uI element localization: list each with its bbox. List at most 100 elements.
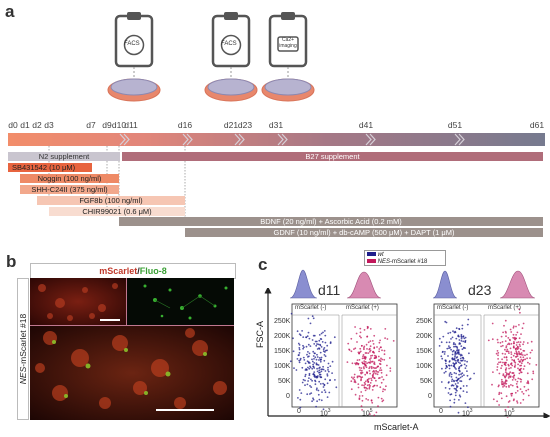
- scatter-point: [360, 372, 363, 375]
- scatter-point: [451, 357, 454, 360]
- scatter-point: [359, 327, 362, 330]
- scatter-point: [360, 405, 363, 408]
- day-title-d11: d11: [318, 282, 341, 298]
- scatter-point: [516, 380, 519, 383]
- scatter-point: [376, 346, 378, 348]
- scatter-point: [368, 347, 371, 350]
- scatter-point: [455, 345, 458, 348]
- scatter-point: [450, 376, 453, 378]
- scatter-point: [459, 342, 462, 345]
- scatter-point: [515, 325, 517, 328]
- scatter-point: [350, 388, 353, 391]
- scatter-point: [527, 394, 530, 397]
- x-tick-base: 10: [504, 410, 512, 418]
- scatter-point: [324, 334, 327, 337]
- scatter-point: [298, 352, 301, 354]
- scatter-point: [461, 375, 464, 378]
- scatter-point: [456, 380, 458, 382]
- scatter-point: [381, 358, 384, 361]
- scatter-point: [527, 382, 530, 385]
- scatter-point: [388, 357, 391, 359]
- scatter-point: [530, 340, 533, 343]
- scatter-point: [296, 358, 299, 360]
- scatter-point: [521, 391, 523, 393]
- scatter-point: [386, 338, 389, 340]
- scatter-point: [503, 384, 506, 387]
- scatter-point: [323, 383, 326, 386]
- scatter-point: [522, 322, 525, 325]
- clipboard-label: FACS: [221, 41, 237, 47]
- scatter-point: [519, 311, 521, 314]
- scatter-point: [366, 387, 368, 390]
- scatter-point: [318, 347, 320, 349]
- panel-c-label: c: [258, 255, 268, 274]
- scatter-point: [386, 364, 388, 367]
- scatter-point: [377, 371, 380, 373]
- scatter-point: [297, 397, 299, 399]
- scatter-point: [461, 327, 464, 330]
- scatter-point: [509, 371, 512, 374]
- scatter-point: [364, 373, 367, 376]
- scatter-point: [304, 373, 307, 376]
- scatter-point: [379, 367, 382, 369]
- x-tick-exp: 3: [327, 408, 331, 414]
- scatter-point: [323, 330, 326, 332]
- scatter-point: [514, 361, 517, 364]
- scatter-point: [381, 349, 383, 352]
- scatter-point: [453, 380, 455, 383]
- scatter-point: [370, 355, 372, 357]
- scatter-point: [323, 389, 326, 391]
- scatter-point: [515, 352, 518, 355]
- scatter-point: [368, 361, 371, 364]
- scatter-point: [452, 384, 455, 387]
- scatter-point: [302, 347, 304, 350]
- scatter-point: [361, 395, 364, 397]
- scatter-point: [368, 386, 371, 389]
- scatter-point: [496, 369, 499, 371]
- scatter-point: [450, 373, 453, 376]
- legend-label: -mScarlet #18: [390, 259, 428, 265]
- scatter-point: [459, 357, 462, 360]
- scatter-point: [377, 396, 380, 399]
- scatter-point: [361, 344, 363, 347]
- scatter-point: [376, 384, 378, 387]
- scatter-point: [465, 385, 468, 387]
- scatter-point: [507, 406, 509, 408]
- scatter-point: [452, 330, 454, 333]
- scatter-point: [451, 378, 454, 381]
- day-label: d2: [32, 120, 42, 130]
- scatter-point: [371, 360, 374, 363]
- treatment-bar: SHH-C24II (375 ng/ml): [20, 185, 119, 194]
- scatter-point: [447, 332, 450, 335]
- y-tick: 150K: [416, 348, 433, 355]
- scatter-point: [510, 393, 512, 395]
- scatter-point: [518, 324, 520, 326]
- scatter-point: [520, 371, 522, 374]
- scatter-point: [299, 398, 302, 401]
- scatter-point: [502, 382, 505, 385]
- scatter-point: [322, 408, 325, 411]
- scatter-point: [460, 333, 463, 336]
- scatter-point: [295, 369, 298, 371]
- scatter-point: [457, 411, 460, 414]
- scatter-point: [302, 378, 305, 381]
- scatter-point: [448, 381, 450, 383]
- scatter-point: [510, 342, 513, 345]
- scatter-point: [512, 336, 514, 339]
- scatter-point: [521, 354, 524, 356]
- scatter-point: [466, 370, 468, 372]
- scatter-point: [375, 411, 378, 414]
- scatter-point: [518, 308, 521, 310]
- scatter-point: [455, 337, 458, 340]
- scatter-point: [320, 376, 323, 379]
- scatter-point: [327, 366, 329, 369]
- scatter-point: [442, 335, 445, 338]
- x-tick: 103: [320, 408, 331, 417]
- scatter-point: [512, 372, 514, 374]
- scatter-point: [500, 367, 502, 370]
- scatter-point: [318, 359, 320, 361]
- scatter-point: [364, 360, 367, 363]
- scatter-point: [463, 363, 466, 366]
- legend-label: wt: [377, 252, 384, 258]
- scatter-point: [379, 386, 382, 389]
